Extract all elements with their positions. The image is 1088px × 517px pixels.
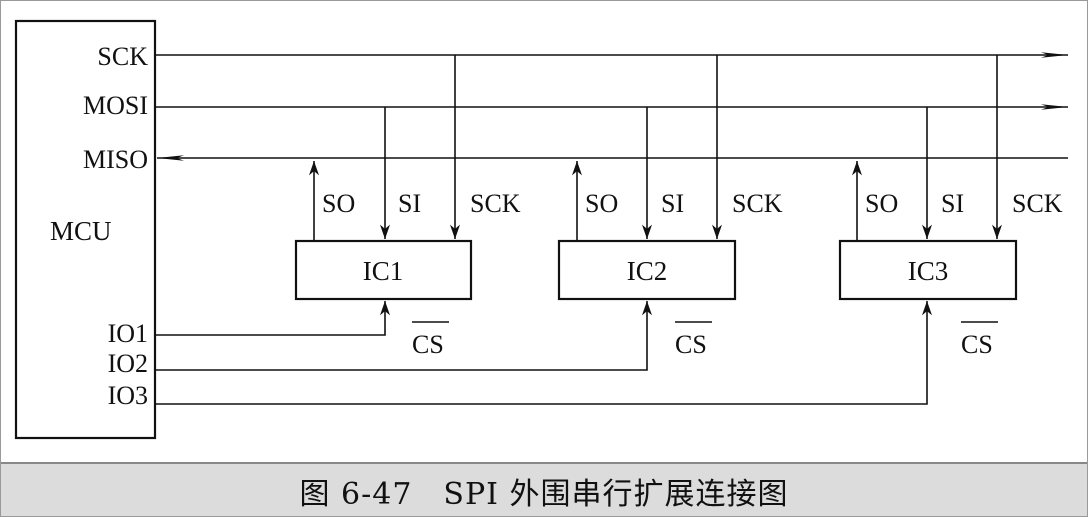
ic3-si-label: SI — [941, 189, 964, 218]
pin-io2-label: IO2 — [108, 349, 148, 378]
pin-mosi-label: MOSI — [83, 91, 148, 120]
mcu-label: MCU — [50, 216, 112, 246]
ic2-si-label: SI — [661, 189, 684, 218]
ic3-label: IC3 — [908, 256, 949, 286]
pin-miso-label: MISO — [83, 145, 148, 174]
ic3-block — [838, 239, 1018, 301]
ic2-cs-wire — [155, 301, 653, 371]
spi-connection-diagram: MCU SCK MOSI MISO IO1 IO2 IO3 IC1 SO SI … — [14, 19, 1068, 440]
ic3-sck-label: SCK — [1012, 189, 1063, 218]
ic1-block — [294, 239, 473, 301]
ic3-group: IC3 SO SI SCK CS — [155, 55, 1063, 405]
figure-caption: 图 6-47 SPI 外围串行扩展连接图 — [299, 476, 789, 512]
ic1-cs-label: CS — [412, 330, 444, 359]
caption-bar: 图 6-47 SPI 外围串行扩展连接图 — [0, 462, 1088, 517]
ic2-so-label: SO — [585, 189, 618, 218]
ic1-cs-wire — [155, 301, 391, 336]
ic2-cs-label: CS — [675, 330, 707, 359]
ic2-label: IC2 — [627, 256, 668, 286]
ic1-label: IC1 — [363, 256, 404, 286]
ic1-so-label: SO — [322, 189, 355, 218]
pin-io1-label: IO1 — [108, 319, 148, 348]
ic2-block — [557, 239, 737, 301]
ic2-sck-label: SCK — [732, 189, 783, 218]
ic2-group: IC2 SO SI SCK CS — [155, 55, 783, 371]
ic1-sck-label: SCK — [470, 189, 521, 218]
ic1-si-label: SI — [398, 189, 421, 218]
mcu-block — [14, 19, 157, 440]
ic3-so-label: SO — [865, 189, 898, 218]
ic1-group: IC1 SO SI SCK CS — [155, 55, 521, 359]
ic3-cs-wire — [155, 301, 933, 405]
pin-sck-label: SCK — [97, 42, 148, 71]
ic3-cs-label: CS — [961, 330, 993, 359]
pin-io3-label: IO3 — [108, 381, 148, 410]
